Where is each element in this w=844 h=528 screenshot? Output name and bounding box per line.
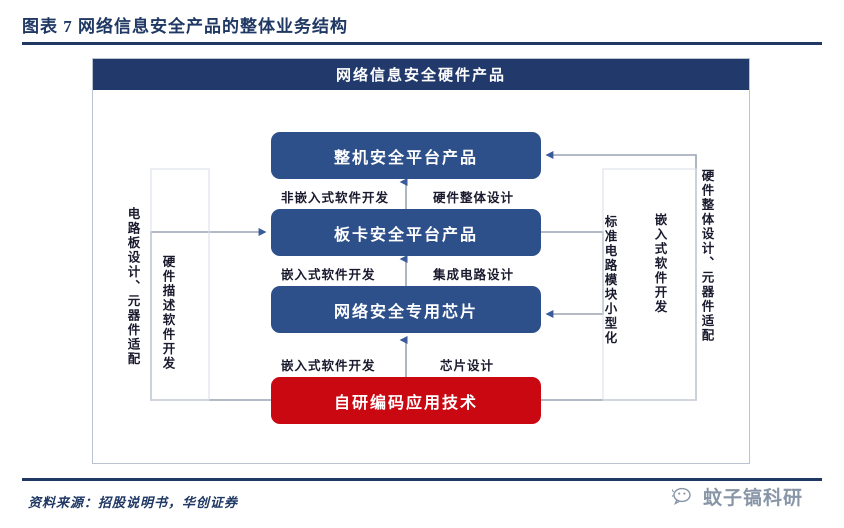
connector-core-to-whole-right: [541, 151, 697, 401]
edge-label-chip-design: 芯片设计: [440, 359, 495, 373]
node-board-security-platform[interactable]: 板卡安全平台产品: [271, 209, 541, 256]
label-guide-left: [150, 168, 210, 401]
source-note: 资料来源：招股说明书，华创证券: [28, 495, 239, 510]
node-network-security-chip[interactable]: 网络安全专用芯片: [271, 286, 541, 333]
connector-board-to-chip-right: [541, 231, 604, 318]
diagram-header-bar: 网络信息安全硬件产品: [93, 59, 749, 90]
edge-label-hardware-description-software: 硬件描述软件开发: [160, 255, 175, 371]
edge-label-embedded-software-1: 嵌入式软件开发: [281, 268, 376, 282]
page-title: 图表 7 网络信息安全产品的整体业务结构: [22, 17, 348, 36]
footer-divider: [22, 478, 822, 481]
diagram-container: 网络信息安全硬件产品 整机安全平台产品 板卡安全平台产品 网络安全专用芯: [92, 58, 750, 464]
watermark-text: 蚊子镐科研: [703, 488, 804, 509]
edge-label-pcb-design-component-adaptation: 电路板设计、元器件适配: [125, 207, 140, 367]
title-divider: [22, 42, 822, 45]
edge-label-non-embedded-software: 非嵌入式软件开发: [281, 191, 390, 205]
watermark: 蚊子镐科研: [672, 483, 803, 510]
edge-label-hardware-overall-design: 硬件整体设计: [433, 191, 515, 205]
node-self-developed-coding-technology[interactable]: 自研编码应用技术: [271, 377, 541, 424]
edge-label-standard-circuit-module-miniaturization: 标准电路模块小型化: [602, 215, 617, 346]
edge-label-embedded-software-2: 嵌入式软件开发: [281, 359, 376, 373]
edge-label-embedded-software-vertical: 嵌入式软件开发: [652, 213, 667, 315]
edge-label-hardware-overall-design-component-adaptation: 硬件整体设计、元器件适配: [699, 169, 714, 343]
node-whole-machine-security-platform[interactable]: 整机安全平台产品: [271, 132, 541, 179]
wechat-icon: [672, 487, 691, 505]
edge-label-integrated-circuit-design: 集成电路设计: [433, 268, 515, 282]
